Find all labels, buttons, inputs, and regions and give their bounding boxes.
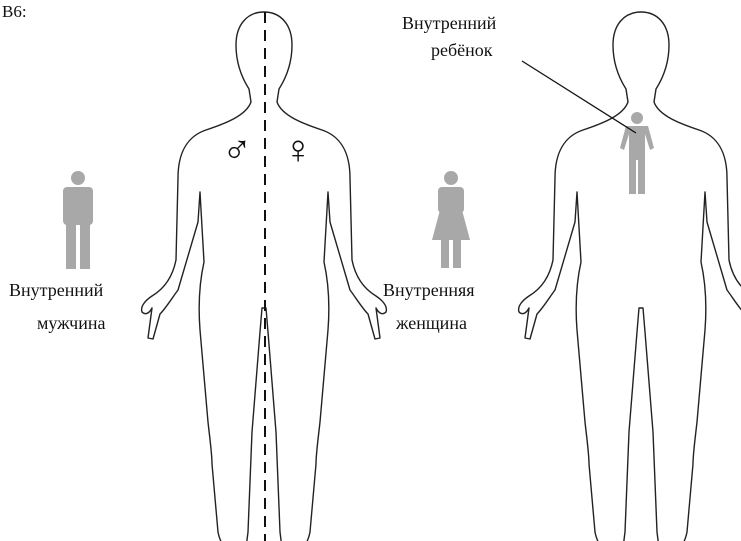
right-body-figure <box>519 12 741 541</box>
inner-woman-label-line1: Внутренняя <box>383 280 475 300</box>
right-body-outline <box>519 12 741 541</box>
inner-woman-label-line2: женщина <box>395 313 467 333</box>
inner-man-icon <box>63 171 93 269</box>
corner-label: B6: <box>2 2 27 21</box>
inner-woman-icon <box>432 171 470 268</box>
inner-child-label-line2: ребёнок <box>431 40 493 60</box>
female-symbol: ♀ <box>283 127 313 172</box>
inner-child-label-line1: Внутренний <box>402 13 497 33</box>
inner-man-label-line2: мужчина <box>37 313 105 333</box>
inner-man-label-line1: Внутренний <box>9 280 104 300</box>
male-symbol: ♂ <box>222 127 252 172</box>
